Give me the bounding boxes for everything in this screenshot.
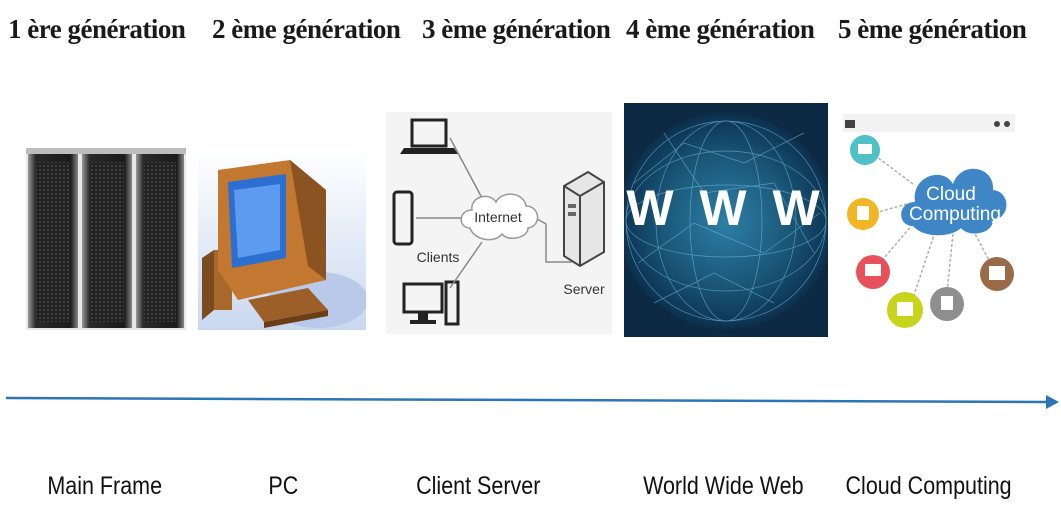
era-label-5: Cloud Computing — [845, 472, 1012, 500]
cloud-icon — [901, 168, 1007, 236]
generation-title-4: 4 ème génération — [626, 14, 815, 44]
server-icon — [563, 170, 605, 268]
generation-title-2: 2 ème génération — [212, 14, 401, 44]
timeline-arrow — [0, 388, 1061, 412]
laptop-icon — [400, 118, 458, 154]
mainframe-image — [26, 148, 186, 330]
generation-title-5: 5 ème génération — [838, 14, 1027, 44]
clients-label: Clients — [417, 249, 460, 265]
desktop-icon — [402, 280, 460, 326]
internet-label: Internet — [474, 209, 522, 225]
generation-title-1: 1 ère génération — [8, 14, 186, 44]
era-label-3: Client Server — [416, 472, 541, 500]
generation-title-3: 3 ème génération — [422, 14, 611, 44]
www-image: W W W — [618, 103, 834, 337]
cloud-computing-image: Cloud Computing — [843, 114, 1015, 350]
phone-icon — [392, 190, 414, 246]
server-label: Server — [563, 281, 605, 297]
era-label-4: World Wide Web — [643, 472, 804, 500]
pc-image — [198, 150, 368, 330]
internet-cloud-icon — [460, 193, 539, 241]
cloud-label-line1: Cloud — [926, 184, 976, 205]
era-label-1: Main Frame — [47, 472, 163, 500]
www-text: W W W — [626, 180, 825, 236]
era-label-2: PC — [268, 472, 299, 500]
client-server-image: Internet Clients Server — [386, 112, 612, 334]
cloud-label-line2: Computing — [909, 204, 1001, 225]
